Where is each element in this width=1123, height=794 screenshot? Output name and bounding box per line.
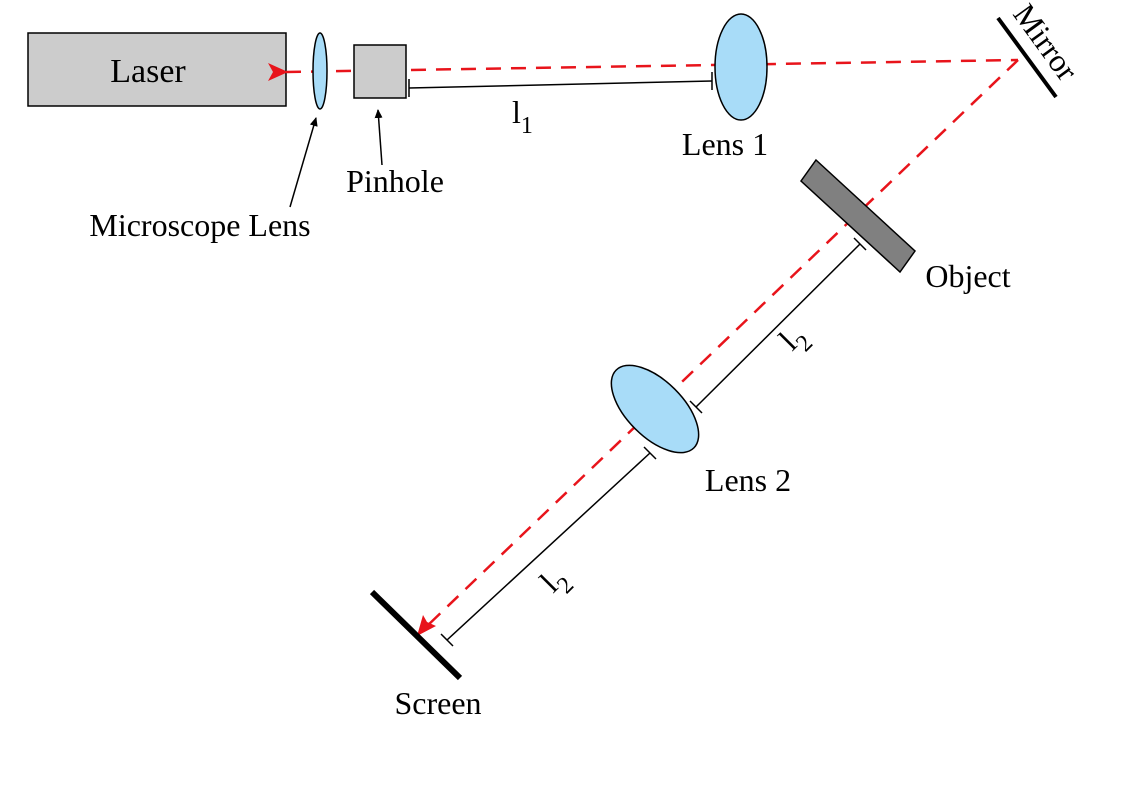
l1-line — [408, 80, 713, 89]
lens-2-shape — [610, 364, 700, 454]
lens-2-label: Lens 2 — [705, 462, 791, 498]
microscope-lens-pointer — [289, 117, 318, 208]
pinhole-box — [353, 44, 407, 99]
l2-lower-tick-bottom — [440, 633, 454, 647]
microscope-lens-shape — [312, 32, 328, 110]
l2-lower-tick-top — [643, 446, 657, 460]
l1-label-sub: 1 — [521, 113, 533, 139]
distance-l1: l1 — [408, 72, 713, 139]
l2-upper-tick-bottom — [689, 400, 703, 414]
svg-text:l2: l2 — [532, 559, 579, 606]
laser-beam — [268, 58, 1019, 636]
laser-body — [27, 32, 287, 107]
beam-segment-laser-to-mirror — [285, 58, 1019, 74]
microscope-lens-label: Microscope Lens — [89, 207, 310, 243]
laser: Laser — [27, 32, 287, 107]
lens-1: Lens 1 — [682, 13, 768, 162]
mirror: Mirror — [996, 0, 1086, 99]
distance-l2-object-to-lens2: l2 — [689, 237, 867, 414]
screen: Screen — [369, 589, 482, 721]
lens-1-shape — [714, 13, 768, 121]
l2-lower-line — [446, 452, 651, 641]
l2-upper-line — [695, 243, 861, 408]
l1-label-main: l — [512, 94, 521, 130]
pinhole: Pinhole — [346, 44, 444, 199]
lens-1-label: Lens 1 — [682, 126, 768, 162]
l1-label: l1 — [512, 94, 533, 139]
object: Object — [800, 158, 1011, 294]
distance-l2-lens2-to-screen: l2 — [440, 446, 657, 647]
object-plate — [800, 158, 916, 274]
screen-surface — [369, 589, 463, 681]
screen-label: Screen — [394, 685, 481, 721]
laser-label: Laser — [110, 53, 186, 90]
mirror-surface — [996, 16, 1058, 99]
beam-arrowhead-start — [268, 63, 288, 81]
l2-upper-label: l2 — [771, 317, 818, 364]
beam-segment-mirror-to-screen — [425, 59, 1019, 628]
lens-2: Lens 2 — [610, 364, 791, 498]
l2-lower-label: l2 — [532, 559, 579, 606]
beam-arrowhead-screen — [417, 615, 436, 636]
svg-text:l2: l2 — [771, 317, 818, 364]
pinhole-label: Pinhole — [346, 163, 444, 199]
microscope-lens: Microscope Lens — [89, 32, 328, 243]
l2-upper-tick-top — [853, 237, 867, 251]
object-label: Object — [925, 258, 1010, 294]
pinhole-pointer — [374, 109, 383, 166]
